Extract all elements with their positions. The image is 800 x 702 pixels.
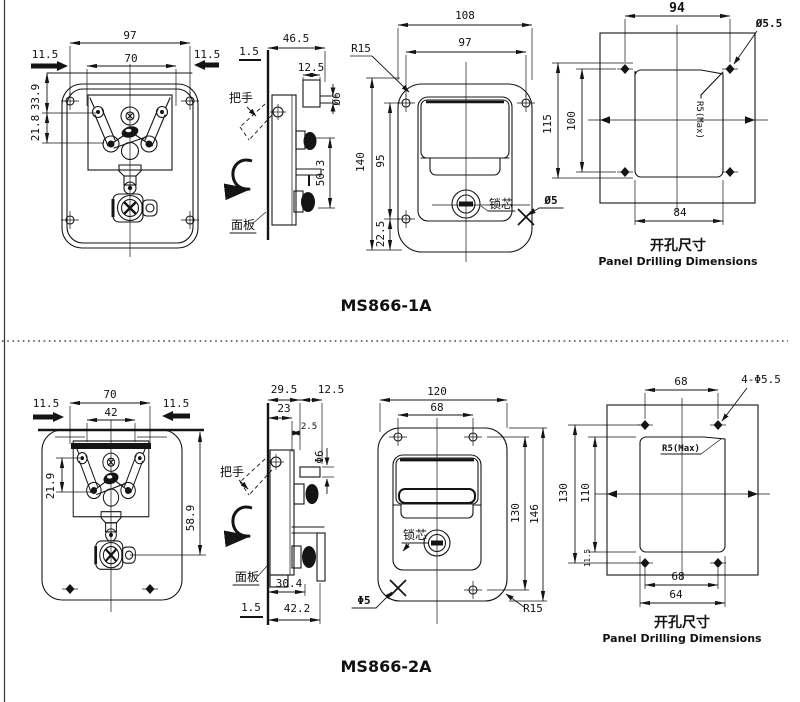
ms866-2a-front-view: 120 68 130 146 锁芯 Φ5 R15 — [351, 385, 547, 624]
m1-front-dim-height-inner: 95 — [374, 154, 387, 167]
m2-drill-dim-cut-width: 64 — [669, 588, 683, 601]
m2-drill-dim-h1: 130 — [557, 483, 570, 503]
m2-side-dim-d3: 23 — [277, 402, 290, 415]
m2-side-dim-d4: 2.5 — [301, 422, 317, 432]
m2-front-dim-h1: 130 — [509, 503, 522, 523]
ms866-2a-drill-view: R5(Max) 68 4-Φ5.5 130 110 11.5 68 64 开孔尺… — [557, 373, 781, 645]
m2-drill-dim-hole-dia: 4-Φ5.5 — [741, 373, 781, 386]
m2-front-dim-width-outer: 120 — [427, 385, 447, 398]
m1-front-dim-radius: R15 — [351, 42, 371, 55]
m2-drill-dim-hole-span-top: 68 — [674, 375, 687, 388]
m2-side-dim-d6: 42.2 — [284, 602, 311, 615]
m1-side-dim-lever: 50.3 — [314, 160, 327, 187]
m1-drill-caption-cn: 开孔尺寸 — [650, 237, 706, 254]
m1-front-dim-bottom-offset: 22.5 — [374, 221, 387, 248]
ms866-1a-drill-view: R5(Max) 94 Ø5.5 115 100 84 开孔尺寸 Panel Dr… — [541, 1, 782, 268]
ms866-1a-side-view: 46.5 1.5 12.5 Ø6 把手 50.3 面板 — [223, 32, 343, 240]
m2-rear-dim-width-inner: 42 — [104, 406, 117, 419]
model-title-ms866-2a: MS866-2A — [341, 657, 433, 676]
m2-drill-dim-edge: 11.5 — [583, 549, 592, 567]
m1-side-dim-stud-offset: 12.5 — [298, 61, 325, 74]
m1-front-dim-width-outer: 108 — [455, 9, 475, 22]
m2-side-label-handle: 把手 — [220, 465, 244, 479]
protrusion-arrow-icon — [194, 60, 219, 70]
m1-front-label-lock-core: 锁芯 — [489, 196, 513, 211]
m2-rear-dim-protrude-right: 11.5 — [163, 397, 190, 410]
m2-front-dim-hole-dia: Φ5 — [357, 594, 370, 607]
m2-side-dim-d1: 29.5 — [271, 383, 298, 396]
m2-rear-dim-width-outer: 70 — [103, 388, 116, 401]
m1-side-dim-panel-thickness: 1.5 — [239, 45, 259, 58]
m2-side-label-panel: 面板 — [235, 570, 259, 584]
m2-side-dim-d5: 30.4 — [276, 577, 303, 590]
m1-drill-dim-cut-height: 115 — [541, 114, 554, 134]
protrusion-arrow-icon — [33, 412, 64, 422]
m1-rear-dim-protrude-right: 11.5 — [194, 48, 221, 61]
m1-rear-dim-width-inner: 70 — [124, 52, 137, 65]
m1-front-dim-height-outer: 140 — [354, 152, 367, 172]
rotation-arrow-icon — [223, 158, 253, 201]
protrusion-arrow-icon — [31, 61, 68, 71]
m1-drill-dim-cut-width: 84 — [673, 206, 687, 219]
m1-drill-caption-en: Panel Drilling Dimensions — [598, 255, 758, 268]
m1-drill-dim-hole-vspan: 100 — [565, 111, 578, 131]
m2-drill-dim-radius: R5(Max) — [662, 444, 700, 454]
m1-side-dim-depth: 46.5 — [283, 32, 310, 45]
ms866-1a-rear-view: 97 70 11.5 11.5 33.9 21.8 — [29, 29, 220, 257]
m1-drill-dim-radius: R5(Max) — [694, 101, 704, 139]
ms866-2a-side-view: 29.5 12.5 23 2.5 Φ6 把手 面板 30.4 1.5 42.2 — [220, 383, 344, 625]
model-title-ms866-1a: MS866-1A — [341, 296, 433, 315]
m1-drill-dim-hole-dia: Ø5.5 — [755, 17, 783, 30]
ms866-1a-front-view: 108 97 R15 140 95 22.5 锁芯 Ø5 — [350, 9, 564, 262]
m1-rear-dim-protrude-left: 11.5 — [32, 48, 59, 61]
m1-drill-dim-hole-span: 94 — [669, 1, 685, 16]
protrusion-arrow-icon — [162, 411, 190, 421]
m2-front-dim-width-inner: 68 — [430, 401, 443, 414]
m1-front-dim-width-inner: 97 — [458, 36, 471, 49]
m1-rear-dim-v1: 33.9 — [29, 84, 42, 111]
m2-front-dim-radius: R15 — [523, 602, 543, 615]
m1-side-label-panel: 面板 — [231, 218, 255, 232]
m1-front-dim-hole-dia: Ø5 — [543, 194, 557, 207]
m2-rear-dim-v1: 21.9 — [44, 473, 57, 500]
m1-side-dim-stud-dia: Ø6 — [330, 92, 343, 105]
m2-drill-dim-h2: 110 — [579, 483, 592, 503]
m2-side-dim-d2: 12.5 — [318, 383, 345, 396]
m2-drill-caption-cn: 开孔尺寸 — [654, 614, 710, 631]
m1-side-label-handle: 把手 — [229, 91, 253, 105]
rotation-arrow-icon — [223, 505, 253, 548]
m2-drill-dim-hole-span-bottom: 68 — [671, 570, 684, 583]
ms866-2a-rear-view: 70 42 11.5 11.5 21.9 58.9 — [33, 388, 206, 612]
m2-side-dim-stud-dia: Φ6 — [313, 450, 326, 463]
m2-rear-dim-v2: 58.9 — [184, 505, 197, 532]
m2-front-dim-h2: 146 — [528, 504, 541, 524]
m2-side-dim-panel-thickness: 1.5 — [241, 601, 261, 614]
m1-rear-dim-width-outer: 97 — [123, 29, 136, 42]
m2-front-label-lock-core: 锁芯 — [403, 527, 427, 542]
m2-rear-dim-protrude-left: 11.5 — [33, 397, 60, 410]
m2-drill-caption-en: Panel Drilling Dimensions — [602, 632, 762, 645]
m1-rear-dim-v2: 21.8 — [29, 115, 42, 142]
